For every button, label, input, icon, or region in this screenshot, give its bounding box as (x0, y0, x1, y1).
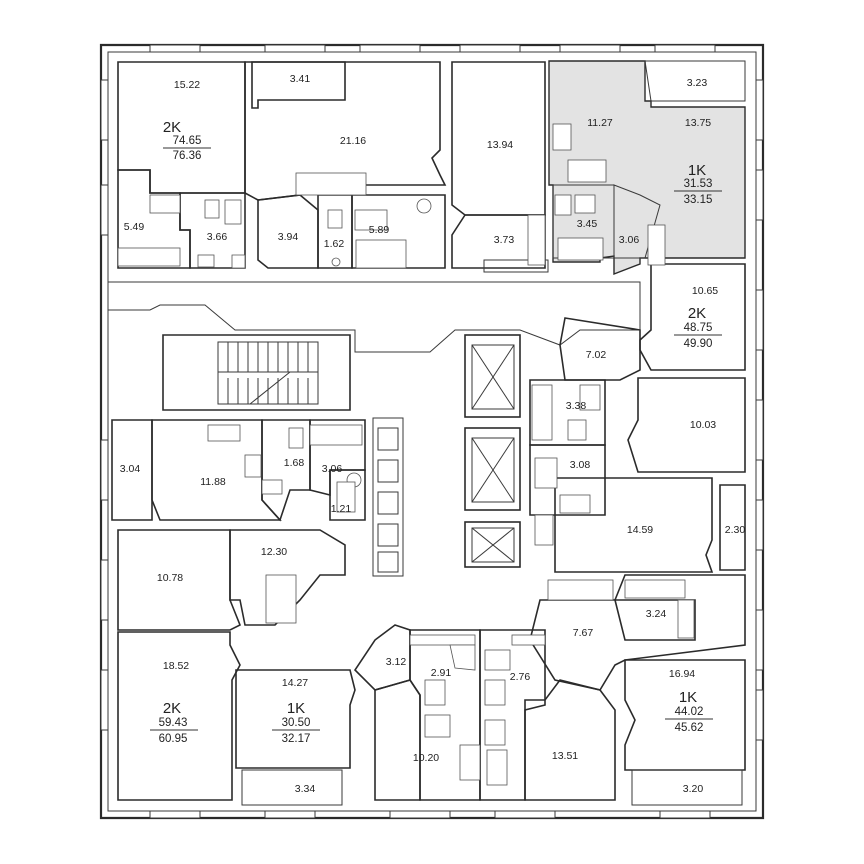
room-area: 11.27 (587, 117, 613, 129)
room-area: 1.21 (331, 503, 352, 515)
room-area: 13.75 (685, 117, 711, 129)
room-area-labels: 15.22 3.41 21.16 13.94 11.27 3.23 13.75 … (120, 73, 746, 795)
room-area: 21.16 (340, 135, 366, 147)
room-area: 3.12 (386, 656, 407, 668)
room-area: 13.94 (487, 139, 513, 151)
unit-type: 1K (688, 162, 706, 179)
room-area: 3.94 (278, 231, 299, 243)
unit-label-1k-top-right[interactable]: 1K 31.53 33.15 (674, 162, 722, 206)
room-area: 1.68 (284, 457, 305, 469)
room-area: 3.73 (494, 234, 515, 246)
room-area: 3.34 (295, 783, 316, 795)
unit-label-1k-bottom-right[interactable]: 1K 44.02 45.62 (665, 689, 713, 734)
unit-label-1k-bottom[interactable]: 1K 30.50 32.17 (272, 700, 320, 745)
room-area: 3.06 (322, 463, 343, 475)
room-area: 13.51 (552, 750, 578, 762)
bathroom-fixtures (117, 123, 695, 786)
unit-type: 1K (287, 700, 305, 717)
unit-total-area: 45.62 (675, 722, 704, 734)
unit-label-2k-left[interactable]: 2K 59.43 60.95 (150, 700, 198, 745)
room-area: 3.23 (687, 77, 708, 89)
unit-total-area: 60.95 (159, 733, 188, 745)
room-area: 3.20 (683, 783, 704, 795)
room-area: 3.24 (646, 608, 667, 620)
interior-walls (107, 60, 746, 806)
room-area: 15.22 (174, 79, 200, 91)
room-area: 12.30 (261, 546, 287, 558)
unit-living-area: 59.43 (159, 717, 188, 729)
room-area: 14.59 (627, 524, 653, 536)
unit-label-2k-right[interactable]: 2K 48.75 49.90 (674, 305, 722, 350)
room-area: 14.27 (282, 677, 308, 689)
room-area: 10.78 (157, 572, 183, 584)
unit-living-area: 31.53 (684, 178, 713, 190)
room-area: 16.94 (669, 668, 695, 680)
unit-type: 1K (679, 689, 697, 706)
room-area: 3.04 (120, 463, 141, 475)
unit-type: 2K (163, 119, 181, 136)
room-area: 3.06 (619, 234, 640, 246)
unit-type: 2K (688, 305, 706, 322)
unit-living-area: 48.75 (684, 322, 713, 334)
unit-living-area: 74.65 (173, 135, 202, 147)
room-area: 2.91 (431, 667, 452, 679)
unit-label-2k-top-left[interactable]: 2K 74.65 76.36 (163, 119, 211, 162)
unit-type: 2K (163, 700, 181, 717)
room-area: 5.49 (124, 221, 145, 233)
unit-living-area: 30.50 (282, 717, 311, 729)
windows (100, 44, 764, 819)
room-area: 5.89 (369, 224, 390, 236)
unit-living-area: 44.02 (675, 706, 704, 718)
unit-total-area: 32.17 (282, 733, 311, 745)
room-area: 3.08 (570, 459, 591, 471)
unit-total-area: 76.36 (173, 150, 202, 162)
room-area: 11.88 (200, 476, 226, 488)
room-area: 3.38 (566, 400, 587, 412)
room-area: 2.76 (510, 671, 531, 683)
room-area: 7.02 (586, 349, 607, 361)
room-area: 10.65 (692, 285, 718, 297)
unit-total-area: 49.90 (684, 338, 713, 350)
room-area: 18.52 (163, 660, 189, 672)
room-area: 3.41 (290, 73, 311, 85)
unit-total-area: 33.15 (684, 194, 713, 206)
room-area: 2.30 (725, 524, 746, 536)
room-area: 1.62 (324, 238, 345, 250)
room-area: 3.66 (207, 231, 228, 243)
room-area: 3.45 (577, 218, 598, 230)
room-area: 10.03 (690, 419, 716, 431)
room-area: 10.20 (413, 752, 439, 764)
room-area: 7.67 (573, 627, 594, 639)
